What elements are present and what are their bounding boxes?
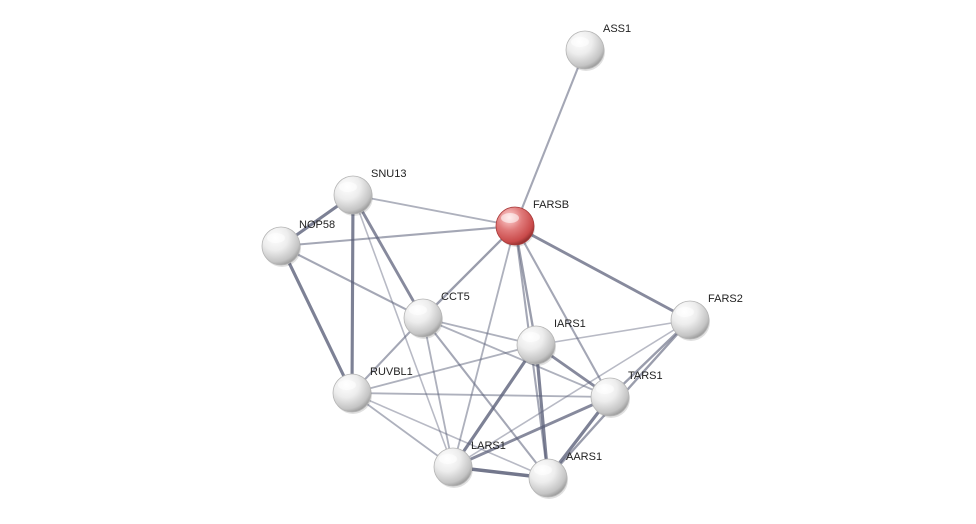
node-highlight — [596, 384, 614, 394]
edge-snu13-lars1[interactable] — [352, 194, 454, 468]
edge-farsb-cct5[interactable] — [421, 224, 517, 320]
node-tars1[interactable]: TARS1 — [590, 370, 663, 418]
node-highlight — [522, 332, 540, 342]
node-bubble[interactable] — [433, 447, 473, 487]
node-highlight — [676, 307, 694, 317]
edge-ruvbl1-aars1[interactable] — [351, 392, 549, 479]
node-label-iars1: IARS1 — [554, 318, 586, 330]
edge-cct5-aars1[interactable] — [421, 316, 550, 480]
node-ruvbl1[interactable]: RUVBL1 — [332, 366, 413, 414]
node-highlight — [439, 454, 457, 464]
edge-iars1-aars1[interactable] — [534, 343, 550, 480]
node-label-ass1: ASS1 — [603, 23, 631, 35]
edge-ruvbl1-tars1[interactable] — [351, 392, 611, 398]
node-label-nop58: NOP58 — [299, 219, 335, 231]
node-label-farsb: FARSB — [533, 199, 569, 211]
edge-tars1-lars1[interactable] — [451, 395, 612, 469]
node-label-tars1: TARS1 — [628, 370, 663, 382]
node-bubble[interactable] — [528, 458, 568, 498]
node-nop58[interactable]: NOP58 — [261, 219, 335, 267]
node-label-fars2: FARS2 — [708, 293, 743, 305]
edge-nop58-cct5[interactable] — [279, 244, 425, 320]
edge-layer — [279, 48, 692, 480]
node-label-cct5: CCT5 — [441, 291, 470, 303]
node-highlight — [339, 182, 357, 192]
node-farsb[interactable]: FARSB — [495, 199, 569, 247]
edge-cct5-lars1[interactable] — [422, 317, 454, 468]
edge-snu13-ruvbl1[interactable] — [350, 193, 355, 395]
node-bubble[interactable] — [261, 226, 301, 266]
node-bubble[interactable] — [590, 377, 630, 417]
node-label-aars1: AARS1 — [566, 451, 602, 463]
node-label-snu13: SNU13 — [371, 168, 406, 180]
node-bubble[interactable] — [403, 298, 443, 338]
edge-farsb-nop58[interactable] — [279, 224, 517, 248]
edge-iars1-lars1[interactable] — [451, 343, 538, 469]
edge-farsb-fars2[interactable] — [513, 224, 692, 322]
node-highlight — [571, 37, 589, 47]
edge-cct5-tars1[interactable] — [422, 317, 611, 398]
edge-farsb-lars1[interactable] — [452, 225, 516, 468]
node-cct5[interactable]: CCT5 — [403, 291, 470, 339]
node-lars1[interactable]: LARS1 — [433, 440, 506, 488]
node-label-lars1: LARS1 — [471, 440, 506, 452]
node-highlight — [409, 305, 427, 315]
node-bubble[interactable] — [565, 30, 605, 70]
node-bubble[interactable] — [670, 300, 710, 340]
node-highlight — [338, 380, 356, 390]
node-fars2[interactable]: FARS2 — [670, 293, 743, 341]
node-highlight — [534, 465, 552, 475]
edge-farsb-tars1[interactable] — [513, 224, 612, 399]
node-bubble[interactable] — [516, 325, 556, 365]
node-aars1[interactable]: AARS1 — [528, 451, 602, 499]
node-bubble[interactable] — [332, 373, 372, 413]
edge-snu13-cct5[interactable] — [351, 193, 425, 320]
node-snu13[interactable]: SNU13 — [333, 168, 406, 216]
node-bubble[interactable] — [333, 175, 373, 215]
edge-fars2-iars1[interactable] — [535, 319, 691, 346]
query-node-bubble[interactable] — [495, 206, 535, 246]
node-highlight — [501, 213, 519, 223]
node-highlight — [267, 233, 285, 243]
edge-nop58-ruvbl1[interactable] — [279, 244, 354, 395]
edge-iars1-ruvbl1[interactable] — [351, 344, 537, 394]
edge-farsb-ass1[interactable] — [513, 48, 587, 228]
edge-fars2-lars1[interactable] — [452, 319, 691, 468]
edge-ruvbl1-lars1[interactable] — [351, 392, 454, 468]
node-iars1[interactable]: IARS1 — [516, 318, 586, 366]
node-ass1[interactable]: ASS1 — [565, 23, 631, 71]
node-label-ruvbl1: RUVBL1 — [370, 366, 413, 378]
edge-farsb-snu13[interactable] — [352, 194, 516, 227]
